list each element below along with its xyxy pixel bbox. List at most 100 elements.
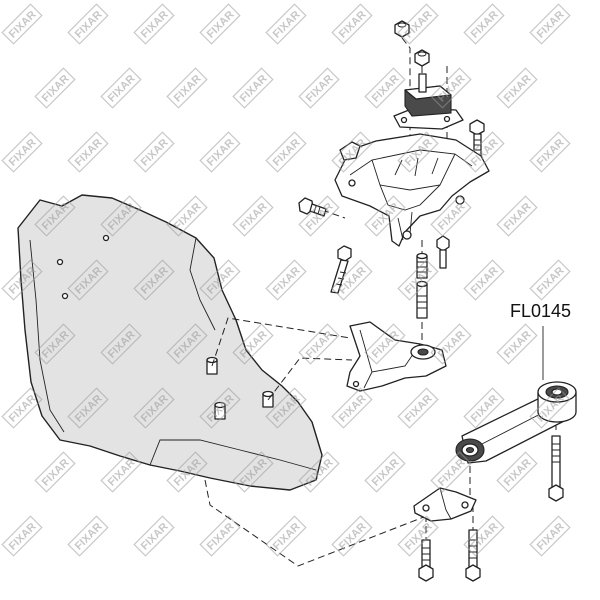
watermark-badge: FIXAR — [67, 3, 109, 45]
engine-edge-line — [189, 237, 216, 331]
watermark-fixar: FIXAR — [370, 73, 402, 105]
watermark-frame — [298, 323, 340, 365]
mount-bracket — [334, 133, 490, 247]
watermark-fixar: FIXAR — [535, 265, 567, 297]
watermark-fixar: FIXAR — [469, 265, 501, 297]
watermark-badge: FIXAR — [133, 515, 175, 557]
watermark-frame — [199, 131, 241, 173]
watermark-badge: FIXAR — [199, 3, 241, 45]
torque-rod-small-bushing — [455, 438, 485, 462]
watermark-frame — [463, 3, 505, 45]
watermark-frame — [166, 451, 208, 493]
watermark-frame — [397, 3, 439, 45]
watermark-badge: FIXAR — [265, 3, 307, 45]
watermark-frame — [331, 3, 373, 45]
watermark-frame — [364, 323, 406, 365]
watermark-badge: FIXAR — [298, 323, 340, 365]
watermark-frame — [34, 195, 76, 237]
watermark-badge: FIXAR — [166, 67, 208, 109]
watermark-frame — [364, 195, 406, 237]
engine-stud — [262, 390, 274, 408]
watermark-badge: FIXAR — [298, 67, 340, 109]
watermark-frame — [496, 323, 538, 365]
watermark-fixar: FIXAR — [73, 137, 105, 169]
watermark-badge: FIXAR — [232, 67, 274, 109]
mount-hole — [443, 115, 451, 123]
watermark-frame — [166, 195, 208, 237]
engine-hole — [56, 258, 64, 266]
watermark-badge: FIXAR — [496, 451, 538, 493]
bracket-bolt — [469, 119, 485, 157]
watermark-frame — [430, 323, 472, 365]
watermark-fixar: FIXAR — [7, 137, 39, 169]
watermark-fixar: FIXAR — [403, 393, 435, 425]
watermark-fixar: FIXAR — [40, 73, 72, 105]
watermark-fixar: FIXAR — [7, 521, 39, 553]
watermark-frame — [34, 323, 76, 365]
watermark-fixar: FIXAR — [73, 521, 105, 553]
engine-hole — [102, 234, 110, 242]
mount-stud — [418, 73, 427, 93]
watermark-badge: FIXAR — [496, 195, 538, 237]
watermark-badge: FIXAR — [496, 323, 538, 365]
watermark-badge: FIXAR — [133, 3, 175, 45]
watermark-frame — [331, 131, 373, 173]
watermark-frame — [529, 515, 571, 557]
watermark-frame — [199, 259, 241, 301]
watermark-badge: FIXAR — [199, 515, 241, 557]
watermark-frame — [331, 259, 373, 301]
watermark-frame — [397, 515, 439, 557]
watermark-fixar: FIXAR — [139, 521, 171, 553]
lower-bracket-edge — [363, 371, 373, 389]
watermark-badge: FIXAR — [232, 195, 274, 237]
watermark-frame — [496, 195, 538, 237]
watermark-fixar: FIXAR — [436, 457, 468, 489]
watermark-fixar: FIXAR — [271, 9, 303, 41]
watermark-fixar: FIXAR — [271, 521, 303, 553]
watermark-frame — [34, 451, 76, 493]
watermark-frame — [265, 259, 307, 301]
watermark-frame — [496, 67, 538, 109]
watermark-frame — [100, 323, 142, 365]
watermark-frame — [133, 515, 175, 557]
assembly-line — [211, 317, 351, 367]
upper-rubber-mount — [393, 73, 464, 130]
watermark-badge: FIXAR — [397, 387, 439, 429]
watermark-frame — [463, 259, 505, 301]
watermark-badge: FIXAR — [397, 515, 439, 557]
watermark-frame — [166, 323, 208, 365]
torque-rod-rib — [479, 409, 549, 446]
watermark-frame — [67, 131, 109, 173]
watermark-frame — [265, 131, 307, 173]
watermark-fixar: FIXAR — [370, 457, 402, 489]
watermark-frame — [67, 3, 109, 45]
watermark-badge: FIXAR — [463, 259, 505, 301]
watermark-frame — [430, 195, 472, 237]
watermark-fixar: FIXAR — [172, 201, 204, 233]
engine-edge-line — [149, 439, 317, 471]
watermark-fixar: FIXAR — [535, 9, 567, 41]
part-callout: FL0145 — [510, 301, 571, 380]
watermark-frame — [232, 67, 274, 109]
lower-bracket-hole — [417, 348, 429, 356]
small-bracket-hole — [461, 501, 469, 509]
watermark-frame — [529, 3, 571, 45]
watermark-frame — [298, 195, 340, 237]
watermark-badge: FIXAR — [199, 131, 241, 173]
watermark-frame — [265, 515, 307, 557]
engine-outline — [17, 194, 323, 491]
watermark-frame — [133, 387, 175, 429]
watermark-frame — [133, 131, 175, 173]
small-bolt — [436, 235, 450, 269]
watermark-fixar: FIXAR — [271, 137, 303, 169]
watermark-badge: FIXAR — [529, 515, 571, 557]
watermark-fixar: FIXAR — [73, 9, 105, 41]
small-bracket-hole — [422, 504, 430, 512]
watermark-badge: FIXAR — [496, 67, 538, 109]
watermark-fixar: FIXAR — [337, 393, 369, 425]
watermark-badge: FIXAR — [265, 515, 307, 557]
watermark-fixar: FIXAR — [502, 201, 534, 233]
watermark-frame — [265, 3, 307, 45]
watermark-frame — [232, 451, 274, 493]
